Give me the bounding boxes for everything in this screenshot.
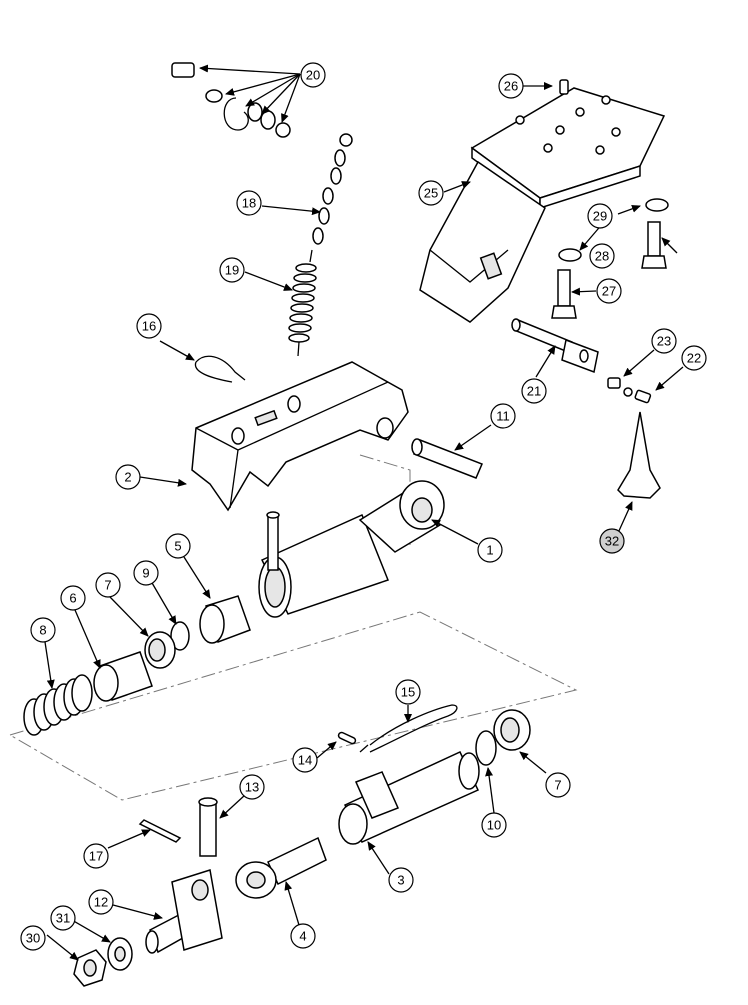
callout-6: 6	[60, 585, 86, 611]
callout-10-label: 10	[487, 818, 501, 833]
callout-18-label: 18	[242, 196, 256, 211]
callout-5: 5	[165, 533, 191, 559]
callout-22-label: 22	[687, 351, 701, 366]
part-32-tooth	[617, 411, 661, 499]
callout-30: 30	[20, 925, 46, 951]
callout-31: 31	[50, 905, 76, 931]
callout-13-label: 13	[245, 780, 259, 795]
part-21-pin	[511, 318, 599, 374]
callout-14: 14	[292, 747, 318, 773]
callout-9-label: 9	[142, 566, 149, 581]
callout-8: 8	[30, 617, 56, 643]
callout-18: 18	[236, 190, 262, 216]
callout-31-label: 31	[56, 911, 70, 926]
callout-7b-label: 7	[554, 778, 561, 793]
part-13-pin	[198, 797, 218, 857]
callout-32: 32	[599, 528, 625, 554]
callout-26-label: 26	[504, 79, 518, 94]
callout-32-label: 32	[605, 534, 619, 549]
callout-12-label: 12	[94, 895, 108, 910]
callout-7a-label: 7	[104, 578, 111, 593]
callout-30-label: 30	[26, 931, 40, 946]
part-1-cylinder	[258, 480, 445, 618]
callout-29-label: 29	[593, 209, 607, 224]
callout-15-label: 15	[401, 685, 415, 700]
part-31-washer	[107, 937, 133, 971]
callout-25-label: 25	[424, 186, 438, 201]
callout-7a: 7	[95, 572, 121, 598]
part-14-pin	[337, 731, 357, 745]
part-2-yoke	[191, 361, 409, 512]
callout-29: 29	[587, 203, 613, 229]
part-3-tube	[338, 751, 480, 845]
part-19-tension-spring	[288, 249, 317, 357]
part-28-bolt	[641, 221, 667, 269]
callout-16-label: 16	[142, 319, 156, 334]
part-12-bracket	[145, 869, 223, 954]
callout-17: 17	[83, 843, 109, 869]
callout-25: 25	[418, 180, 444, 206]
part-30-nut	[73, 949, 107, 987]
callout-11-label: 11	[496, 409, 510, 424]
callout-17-label: 17	[89, 849, 103, 864]
callout-1-label: 1	[486, 543, 493, 558]
callout-13: 13	[239, 774, 265, 800]
callout-8-label: 8	[39, 623, 46, 638]
callout-27: 27	[596, 278, 622, 304]
callout-23: 23	[651, 328, 677, 354]
part-4-rod-end	[235, 836, 327, 899]
callout-19: 19	[219, 257, 245, 283]
part-7-collar	[144, 631, 176, 669]
callout-2-label: 2	[124, 470, 131, 485]
part-22-bolt	[623, 387, 652, 404]
callout-20: 20	[300, 62, 326, 88]
callout-20-label: 20	[306, 68, 320, 83]
callout-6-label: 6	[69, 591, 76, 606]
callout-28: 28	[589, 243, 615, 269]
callout-3-label: 3	[397, 873, 404, 888]
callout-16: 16	[136, 313, 162, 339]
callout-23-label: 23	[657, 334, 671, 349]
part-29-washers	[558, 198, 669, 262]
callout-10: 10	[481, 812, 507, 838]
callout-4-label: 4	[299, 929, 306, 944]
callout-15: 15	[395, 679, 421, 705]
part-7-collar-lower	[493, 709, 531, 751]
part-10-snap-ring	[475, 730, 497, 766]
part-18-chain	[312, 133, 353, 245]
callout-7b: 7	[545, 772, 571, 798]
part-25-mounting-bracket	[419, 87, 666, 323]
callout-5-label: 5	[174, 539, 181, 554]
part-20-hardware-set	[171, 62, 291, 138]
part-27-bolt	[551, 269, 577, 319]
leader-lines	[44, 64, 684, 961]
callout-12: 12	[88, 889, 114, 915]
callout-26: 26	[498, 73, 524, 99]
callout-21: 21	[521, 378, 547, 404]
callout-22: 22	[681, 345, 707, 371]
part-17-cotter-pin	[138, 819, 182, 843]
part-6-sleeve	[93, 651, 153, 702]
callout-19-label: 19	[225, 263, 239, 278]
part-9-snap-ring	[170, 621, 190, 651]
callout-4: 4	[290, 923, 316, 949]
callout-21-label: 21	[527, 384, 541, 399]
callout-11: 11	[490, 403, 516, 429]
part-26-dowel	[559, 79, 569, 95]
part-23-spacer	[607, 377, 621, 389]
callout-1: 1	[477, 537, 503, 563]
callout-27-label: 27	[602, 284, 616, 299]
callout-3: 3	[388, 867, 414, 893]
part-11-pin	[411, 438, 483, 479]
callout-2: 2	[115, 464, 141, 490]
callout-9: 9	[133, 560, 159, 586]
part-16-r-clip	[194, 355, 246, 383]
callout-14-label: 14	[298, 753, 312, 768]
part-8-compression-spring	[23, 674, 93, 736]
part-5-bushing	[199, 595, 251, 644]
assembly-envelope-line	[8, 611, 578, 801]
callout-28-label: 28	[595, 249, 609, 264]
